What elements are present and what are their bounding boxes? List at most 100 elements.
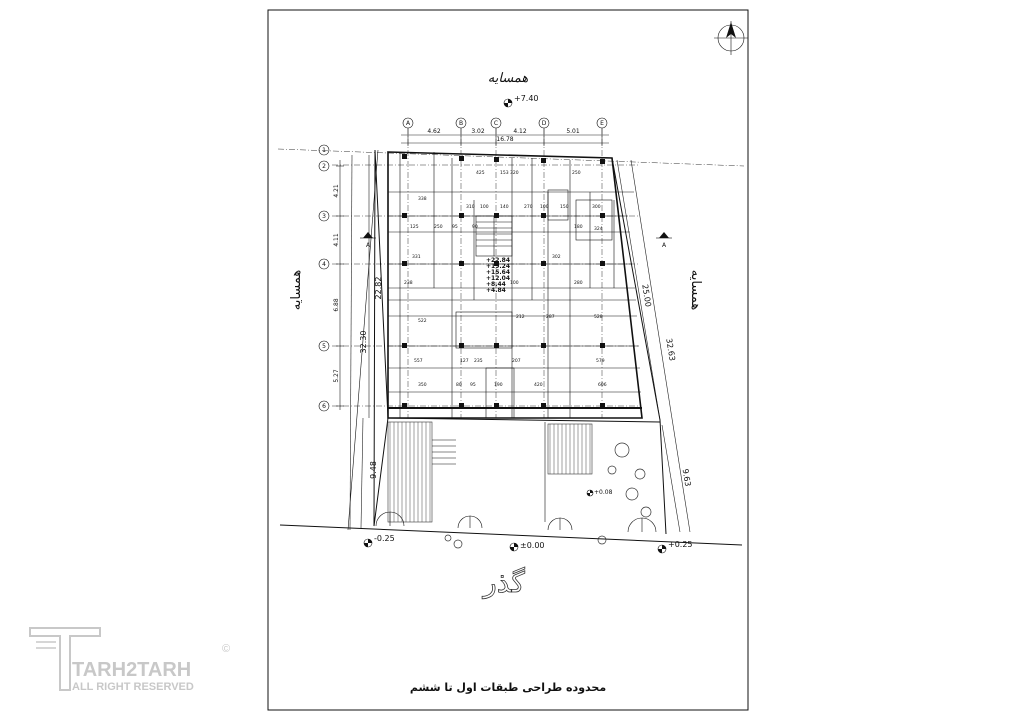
svg-text:420: 420 — [534, 382, 543, 388]
svg-text:A: A — [662, 242, 667, 249]
neighbor-top-label: همسایه — [488, 71, 529, 86]
svg-text:338: 338 — [418, 196, 427, 202]
svg-text:324: 324 — [594, 226, 603, 232]
svg-text:6.88: 6.88 — [333, 298, 340, 312]
north-arrow-icon — [714, 21, 748, 55]
svg-text:280: 280 — [574, 280, 583, 286]
svg-text:579: 579 — [596, 358, 605, 364]
axis-bubble-1: 1 — [318, 144, 330, 156]
columns — [402, 154, 605, 408]
svg-text:5: 5 — [322, 343, 326, 350]
svg-text:±0.00: ±0.00 — [520, 541, 545, 550]
tree-icons — [444, 442, 652, 549]
svg-text:90: 90 — [472, 224, 478, 230]
svg-text:ALL RIGHT RESERVED: ALL RIGHT RESERVED — [72, 681, 194, 693]
svg-text:+0.08: +0.08 — [594, 489, 613, 496]
left-dimension-chain: 4.21 4.11 6.88 5.27 — [333, 160, 344, 410]
svg-text:235: 235 — [474, 358, 483, 364]
svg-text:32.30: 32.30 — [359, 331, 368, 354]
property-boundary — [279, 149, 743, 546]
level-marker-top: +7.40 — [503, 94, 539, 108]
section-marker-right: A — [656, 232, 672, 249]
svg-text:+0.25: +0.25 — [668, 540, 693, 549]
svg-text:1: 1 — [322, 147, 326, 154]
svg-text:95: 95 — [470, 382, 476, 388]
svg-text:250: 250 — [572, 170, 581, 176]
axis-bubble-4: 4 — [318, 258, 330, 270]
svg-text:4.21: 4.21 — [333, 184, 340, 198]
level-marker-bottom-center: ±0.00 — [509, 541, 545, 552]
svg-text:320: 320 — [510, 170, 519, 176]
svg-text:287: 287 — [546, 314, 555, 320]
svg-text:153: 153 — [500, 170, 509, 176]
svg-text:C: C — [494, 120, 498, 127]
svg-text:32.63: 32.63 — [664, 338, 676, 362]
svg-text:4.62: 4.62 — [427, 128, 441, 135]
svg-text:9.63: 9.63 — [681, 468, 693, 487]
svg-text:80: 80 — [456, 382, 462, 388]
sheet-border — [267, 9, 749, 711]
svg-text:302: 302 — [552, 254, 561, 260]
svg-text:100: 100 — [510, 280, 519, 286]
building-walls — [387, 151, 643, 419]
yard-area — [375, 421, 657, 533]
svg-text:4.12: 4.12 — [513, 128, 527, 135]
svg-text:6: 6 — [322, 403, 326, 410]
svg-text:A: A — [406, 120, 411, 127]
svg-text:100: 100 — [540, 204, 549, 210]
axis-bubble-3: 3 — [318, 210, 330, 222]
svg-text:425: 425 — [476, 170, 485, 176]
svg-text:+19.24: +19.24 — [486, 263, 510, 270]
svg-text:150: 150 — [560, 204, 569, 210]
level-marker-bottom-left: -0.25 — [363, 534, 395, 548]
svg-text:4.11: 4.11 — [333, 233, 340, 247]
svg-text:125: 125 — [410, 224, 419, 230]
svg-text:3.02: 3.02 — [471, 128, 485, 135]
svg-text:+7.40: +7.40 — [514, 94, 539, 103]
svg-text:95: 95 — [452, 224, 458, 230]
level-marker-yard: +0.08 — [586, 489, 613, 497]
svg-text:522: 522 — [418, 318, 427, 324]
svg-text:2: 2 — [322, 163, 326, 170]
svg-text:+22.84: +22.84 — [486, 257, 510, 264]
svg-text:+12.04: +12.04 — [486, 275, 510, 282]
street-label: گذر — [481, 566, 525, 599]
svg-text:250: 250 — [434, 224, 443, 230]
svg-text:B: B — [459, 120, 463, 127]
svg-text:©: © — [222, 643, 230, 655]
svg-text:3: 3 — [322, 213, 326, 220]
svg-text:+8.44: +8.44 — [486, 281, 506, 288]
neighbor-right-label: همسایه — [688, 270, 703, 311]
svg-text:+4.84: +4.84 — [486, 287, 506, 294]
axis-bubble-2: 2 — [318, 160, 330, 172]
svg-text:A: A — [366, 242, 371, 249]
section-marker-left: A — [360, 232, 376, 249]
svg-text:16.78: 16.78 — [496, 136, 513, 143]
svg-text:140: 140 — [500, 204, 509, 210]
svg-text:180: 180 — [574, 224, 583, 230]
svg-text:528: 528 — [594, 314, 603, 320]
axis-bubble-6: 6 — [318, 400, 330, 412]
neighbor-left-label: همسایه — [289, 270, 304, 311]
svg-text:557: 557 — [414, 358, 423, 364]
svg-text:4: 4 — [322, 261, 326, 268]
svg-text:5.27: 5.27 — [333, 369, 340, 383]
svg-text:190: 190 — [494, 382, 503, 388]
drawing-caption: محدوده طراحی طبقات اول تا ششم — [410, 681, 606, 694]
level-marker-bottom-right: +0.25 — [657, 540, 693, 554]
svg-text:270: 270 — [524, 204, 533, 210]
svg-text:25.00: 25.00 — [640, 284, 652, 308]
svg-text:127: 127 — [460, 358, 469, 364]
axis-numbers: 1 2 3 4 5 6 — [318, 144, 330, 412]
svg-text:-0.25: -0.25 — [374, 534, 395, 543]
svg-text:300: 300 — [592, 204, 601, 210]
svg-text:5.01: 5.01 — [566, 128, 580, 135]
stair-level-list: +22.84 +19.24 +15.64 +12.04 +8.44 +4.84 — [486, 257, 510, 294]
left-overall-dims: 32.30 22.82 9.48 — [349, 154, 383, 531]
right-overall-dims: 25.00 32.63 9.63 — [616, 159, 693, 533]
room-dimension-labels: 425 153 320 250 310 90 100 140 100 150 2… — [404, 170, 607, 388]
svg-text:100: 100 — [480, 204, 489, 210]
svg-text:E: E — [600, 120, 604, 127]
svg-text:606: 606 — [598, 382, 607, 388]
svg-text:TARH2TARH: TARH2TARH — [72, 659, 191, 681]
